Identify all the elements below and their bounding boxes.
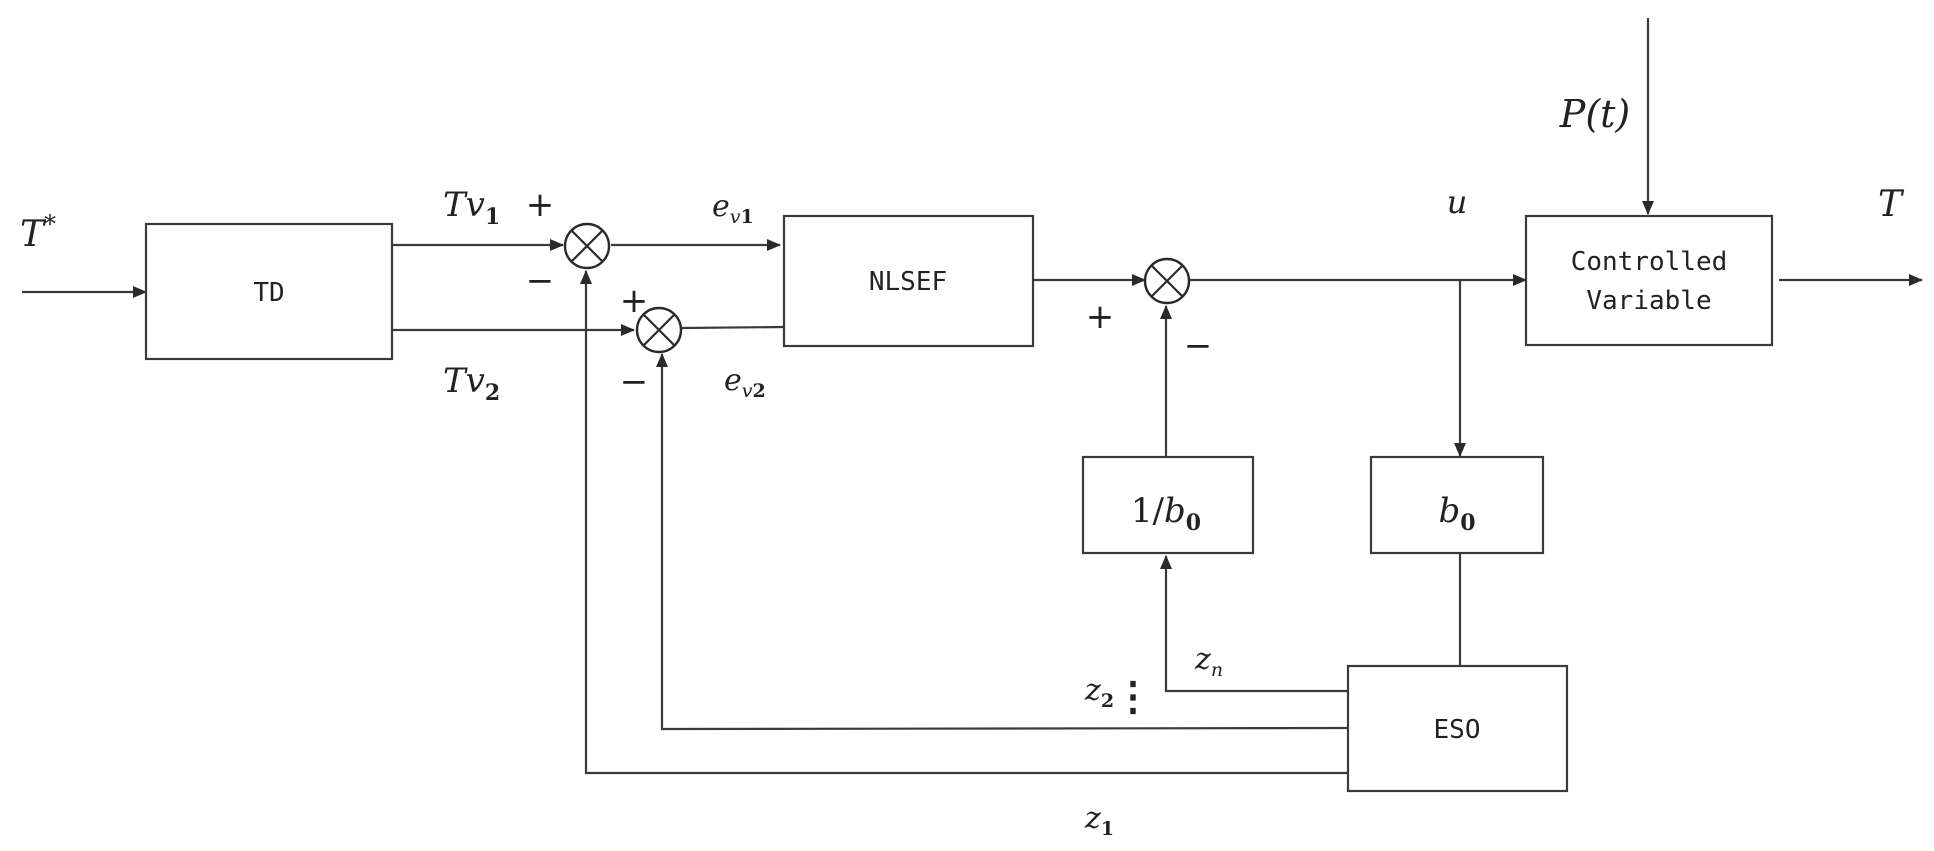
summing-junction-2 [635, 306, 683, 354]
sum1-minus-sign: − [526, 261, 555, 301]
z1-label: z1 [1084, 801, 1114, 840]
controlled-variable-block: Controlled Variable [1524, 214, 1774, 347]
inverse-b0-label: 1/b0 [1131, 491, 1201, 536]
sum3-minus-sign: − [1184, 326, 1213, 366]
z-ellipsis: ⋮ [1113, 673, 1153, 720]
eso-block: ESO [1346, 664, 1569, 793]
plant-label-line1: Controlled [1571, 247, 1728, 277]
zn-label: zn [1194, 642, 1223, 681]
z2-wire [656, 353, 1349, 731]
b0-block: b0 [1369, 455, 1545, 555]
sum2-minus-sign: − [620, 362, 649, 402]
tv1-label: Tv1 [443, 185, 500, 230]
sum2-plus-sign: + [620, 281, 649, 321]
td-block: TD [144, 222, 394, 361]
summing-junction-1 [563, 222, 611, 270]
u-label: u [1447, 183, 1468, 221]
ev1-label: ev1 [712, 189, 754, 228]
b0-label: b0 [1438, 491, 1475, 536]
inverse-b0-block: 1/b0 [1081, 455, 1255, 555]
setpoint-label: T* [20, 210, 56, 255]
eso-label: ESO [1434, 715, 1481, 745]
plant-label-line2: Variable [1586, 286, 1711, 316]
tv2-label: Tv2 [443, 361, 500, 406]
ev2-label: ev2 [724, 363, 766, 402]
z1-wire [580, 270, 1348, 775]
sum1-plus-sign: + [526, 185, 555, 225]
ev2-wire [681, 325, 785, 330]
td-label: TD [253, 278, 284, 308]
summing-junction-3 [1143, 257, 1191, 305]
disturbance-label: P(t) [1559, 92, 1631, 136]
sum3-plus-sign: + [1086, 297, 1115, 337]
output-label: T [1878, 184, 1905, 225]
zn-wire [1160, 555, 1348, 693]
nlsef-label: NLSEF [869, 267, 947, 297]
nlsef-block: NLSEF [782, 214, 1035, 348]
z2-label: z2 [1084, 673, 1114, 712]
